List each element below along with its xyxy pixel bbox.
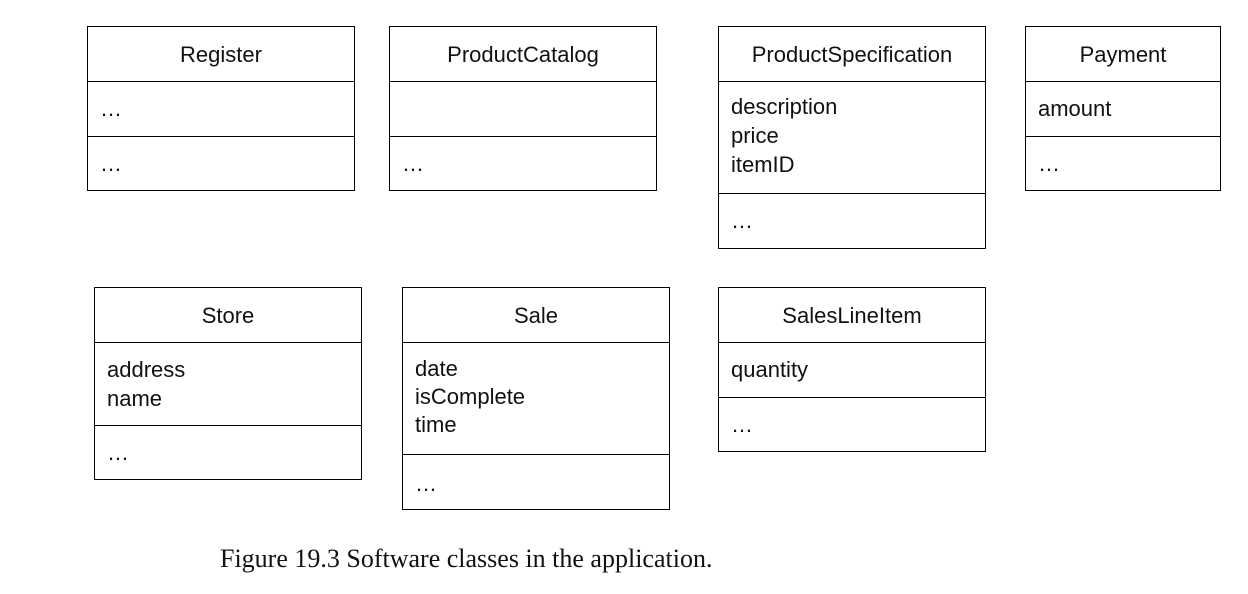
attribute: date <box>415 356 458 381</box>
operation-compartment: … <box>88 137 354 178</box>
attribute-compartment: … <box>88 82 354 137</box>
operation: … <box>415 471 437 496</box>
operation: … <box>1038 151 1060 176</box>
attribute-compartment: address name <box>95 343 361 426</box>
figure-caption: Figure 19.3 Software classes in the appl… <box>220 544 713 573</box>
attribute: address <box>107 357 186 382</box>
class-sales-line-item: SalesLineItem quantity … <box>718 287 986 452</box>
class-register: Register … … <box>87 26 355 191</box>
attribute-compartment: quantity <box>719 343 985 398</box>
operation: … <box>731 208 753 233</box>
class-product-catalog: ProductCatalog … <box>389 26 657 191</box>
operation-compartment: … <box>95 426 361 467</box>
attribute-compartment: amount <box>1026 82 1220 137</box>
attribute: isComplete <box>415 384 526 409</box>
class-sale: Sale date isComplete time … <box>402 287 670 510</box>
operation-compartment: … <box>719 194 985 235</box>
attribute: itemID <box>731 152 795 177</box>
operation: … <box>107 440 129 465</box>
class-name: SalesLineItem <box>719 288 985 343</box>
class-name: Register <box>88 27 354 82</box>
attribute-compartment <box>390 82 656 137</box>
attribute-compartment: description price itemID <box>719 82 985 194</box>
operation: … <box>100 151 122 176</box>
operation-compartment: … <box>719 398 985 439</box>
operation-compartment: … <box>390 137 656 178</box>
class-name: Sale <box>403 288 669 343</box>
attribute: price <box>731 123 779 148</box>
operation: … <box>402 151 424 176</box>
attribute-compartment: date isComplete time <box>403 343 669 455</box>
operation-compartment: … <box>1026 137 1220 178</box>
attribute: time <box>415 412 457 437</box>
class-payment: Payment amount … <box>1025 26 1221 191</box>
attribute: description <box>731 94 838 119</box>
attribute: quantity <box>731 357 809 382</box>
class-name: Payment <box>1026 27 1220 82</box>
class-name: Store <box>95 288 361 343</box>
operation-compartment: … <box>403 455 669 498</box>
class-product-specification: ProductSpecification description price i… <box>718 26 986 249</box>
class-name: ProductCatalog <box>390 27 656 82</box>
class-store: Store address name … <box>94 287 362 480</box>
attribute: amount <box>1038 96 1112 121</box>
attribute: … <box>100 96 122 121</box>
attribute: name <box>107 386 163 411</box>
class-name: ProductSpecification <box>719 27 985 82</box>
operation: … <box>731 412 753 437</box>
